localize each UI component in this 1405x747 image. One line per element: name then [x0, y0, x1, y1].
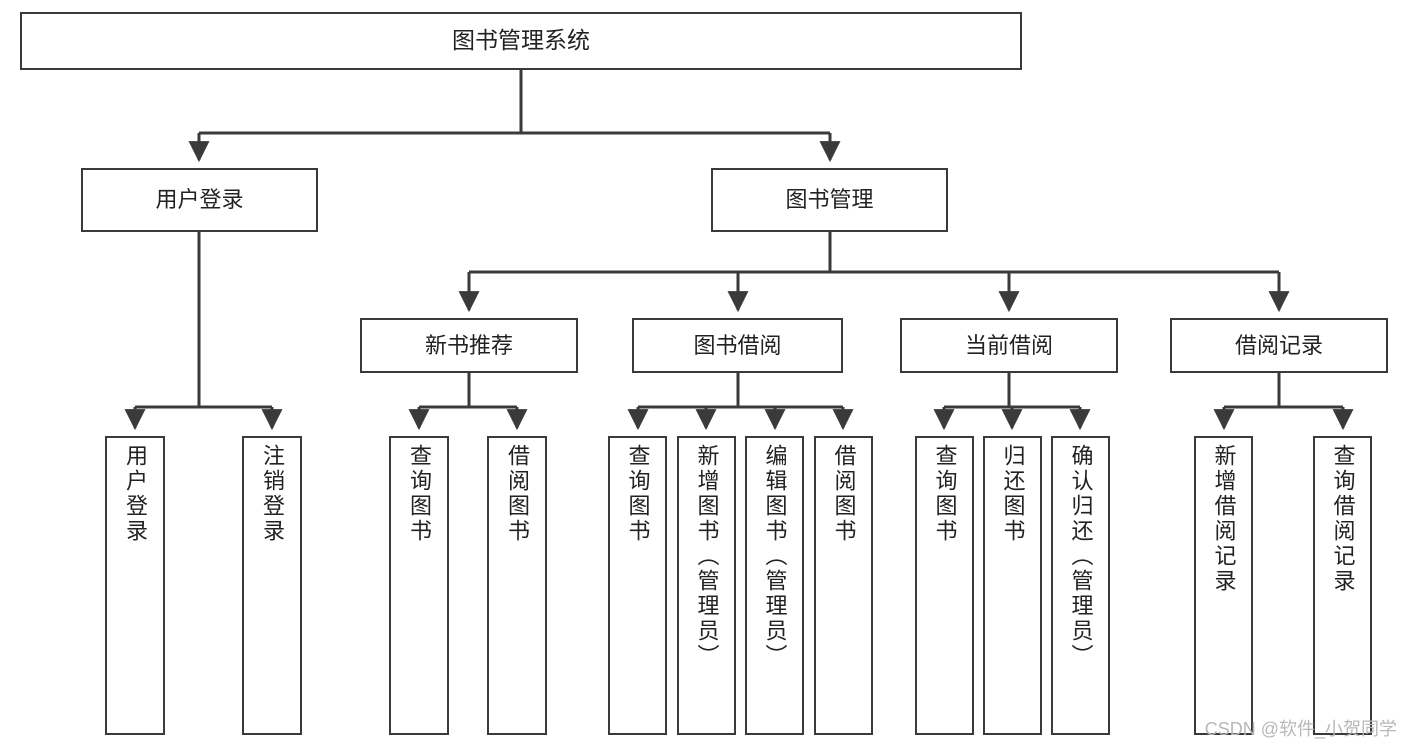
node-leaf-confirm-return[interactable]: 确认归还（管理员） [1051, 436, 1110, 735]
node-book-manage-label: 图书管理 [785, 187, 874, 213]
node-leaf-borrow-book-2-label: 借阅图书 [831, 444, 857, 544]
node-leaf-confirm-return-label: 确认归还（管理员） [1068, 444, 1094, 669]
node-leaf-add-book[interactable]: 新增图书（管理员） [677, 436, 736, 735]
node-current-borrow-label: 当前借阅 [964, 332, 1053, 358]
node-leaf-borrow-book-1-label: 借阅图书 [505, 444, 530, 544]
node-leaf-user-logout-label: 注销登录 [260, 444, 285, 544]
node-leaf-query-book-2[interactable]: 查询图书 [608, 436, 667, 735]
node-root[interactable]: 图书管理系统 [20, 12, 1022, 70]
node-borrow-record-label: 借阅记录 [1234, 332, 1323, 358]
node-book-borrow[interactable]: 图书借阅 [632, 318, 843, 373]
node-leaf-add-record[interactable]: 新增借阅记录 [1194, 436, 1253, 735]
node-book-manage[interactable]: 图书管理 [711, 168, 948, 232]
node-new-book-recommend-label: 新书推荐 [424, 332, 513, 358]
node-current-borrow[interactable]: 当前借阅 [900, 318, 1118, 373]
node-leaf-query-record[interactable]: 查询借阅记录 [1313, 436, 1372, 735]
node-leaf-edit-book-label: 编辑图书（管理员） [762, 444, 788, 669]
node-leaf-query-record-label: 查询借阅记录 [1330, 444, 1356, 594]
node-new-book-recommend[interactable]: 新书推荐 [360, 318, 578, 373]
node-borrow-record[interactable]: 借阅记录 [1170, 318, 1388, 373]
node-leaf-query-book-3-label: 查询图书 [932, 444, 958, 544]
node-leaf-query-book-1[interactable]: 查询图书 [389, 436, 449, 735]
node-book-borrow-label: 图书借阅 [693, 332, 782, 358]
node-leaf-return-book-label: 归还图书 [1000, 444, 1026, 544]
node-leaf-borrow-book-2[interactable]: 借阅图书 [814, 436, 873, 735]
node-leaf-user-login-label: 用户登录 [123, 444, 148, 544]
node-leaf-query-book-3[interactable]: 查询图书 [915, 436, 974, 735]
node-leaf-query-book-1-label: 查询图书 [407, 444, 432, 544]
node-leaf-borrow-book-1[interactable]: 借阅图书 [487, 436, 547, 735]
node-leaf-add-book-label: 新增图书（管理员） [694, 444, 720, 669]
node-root-label: 图书管理系统 [452, 27, 590, 54]
node-leaf-edit-book[interactable]: 编辑图书（管理员） [745, 436, 804, 735]
node-user-login-label: 用户登录 [155, 187, 244, 213]
node-leaf-user-logout[interactable]: 注销登录 [242, 436, 302, 735]
csdn-watermark: CSDN @软件_小贺同学 [1204, 719, 1397, 739]
node-leaf-add-record-label: 新增借阅记录 [1211, 444, 1237, 594]
node-leaf-query-book-2-label: 查询图书 [625, 444, 651, 544]
node-leaf-return-book[interactable]: 归还图书 [983, 436, 1042, 735]
node-leaf-user-login[interactable]: 用户登录 [105, 436, 165, 735]
node-user-login[interactable]: 用户登录 [81, 168, 318, 232]
